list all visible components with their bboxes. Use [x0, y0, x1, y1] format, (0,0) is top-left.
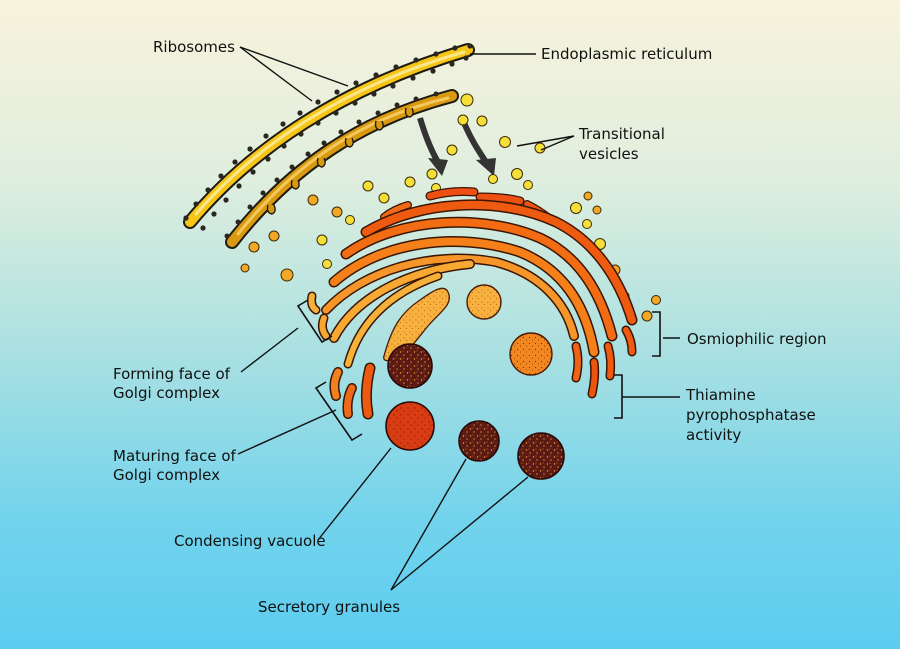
- label-transitional-line2: vesicles: [579, 145, 639, 163]
- label-maturing-face-line1: Maturing face of: [113, 447, 236, 465]
- label-thiamine-line3: activity: [686, 426, 742, 444]
- endoplasmic-reticulum-upper: [183, 43, 475, 231]
- secretory-granule-1: [458, 420, 500, 462]
- transport-arrows: [417, 116, 496, 176]
- label-endoplasmic-reticulum: Endoplasmic reticulum: [541, 45, 713, 63]
- thiamine-bracket: [614, 374, 623, 419]
- osmiophilic-bracket: [652, 311, 661, 357]
- brackets: [296, 299, 661, 442]
- label-ribosomes: Ribosomes: [153, 38, 235, 56]
- label-maturing-face-line2: Golgi complex: [113, 466, 220, 484]
- label-forming-face-line2: Golgi complex: [113, 384, 220, 402]
- label-forming-face-line1: Forming face of: [113, 365, 230, 383]
- small-vesicles: [240, 191, 661, 322]
- golgi-cisternae: [307, 187, 638, 420]
- forming-face-bracket: [296, 299, 333, 344]
- label-secretory-granules: Secretory granules: [258, 598, 401, 616]
- label-osmiophilic-region: Osmiophilic region: [687, 330, 827, 348]
- maturing-face-bracket: [314, 381, 363, 442]
- label-thiamine-line2: pyrophosphatase: [686, 406, 816, 424]
- orange-vacuole: [509, 332, 553, 376]
- endoplasmic-reticulum-lower: [224, 89, 459, 249]
- label-condensing-vacuole: Condensing vacuole: [174, 532, 326, 550]
- secretory-granule-2: [517, 432, 565, 480]
- er-buds: [266, 107, 414, 215]
- condensing-vacuole: [385, 401, 435, 451]
- label-thiamine-line1: Thiamine: [686, 386, 756, 404]
- ribosome-dots-upper: [183, 43, 473, 231]
- ribosome-dots-lower: [224, 91, 439, 239]
- leader-lines: [237, 46, 680, 591]
- secretory-granule-upper: [387, 343, 433, 389]
- label-transitional-line1: Transitional: [579, 125, 665, 143]
- light-vacuole: [466, 284, 502, 320]
- transitional-vesicles: [316, 93, 606, 269]
